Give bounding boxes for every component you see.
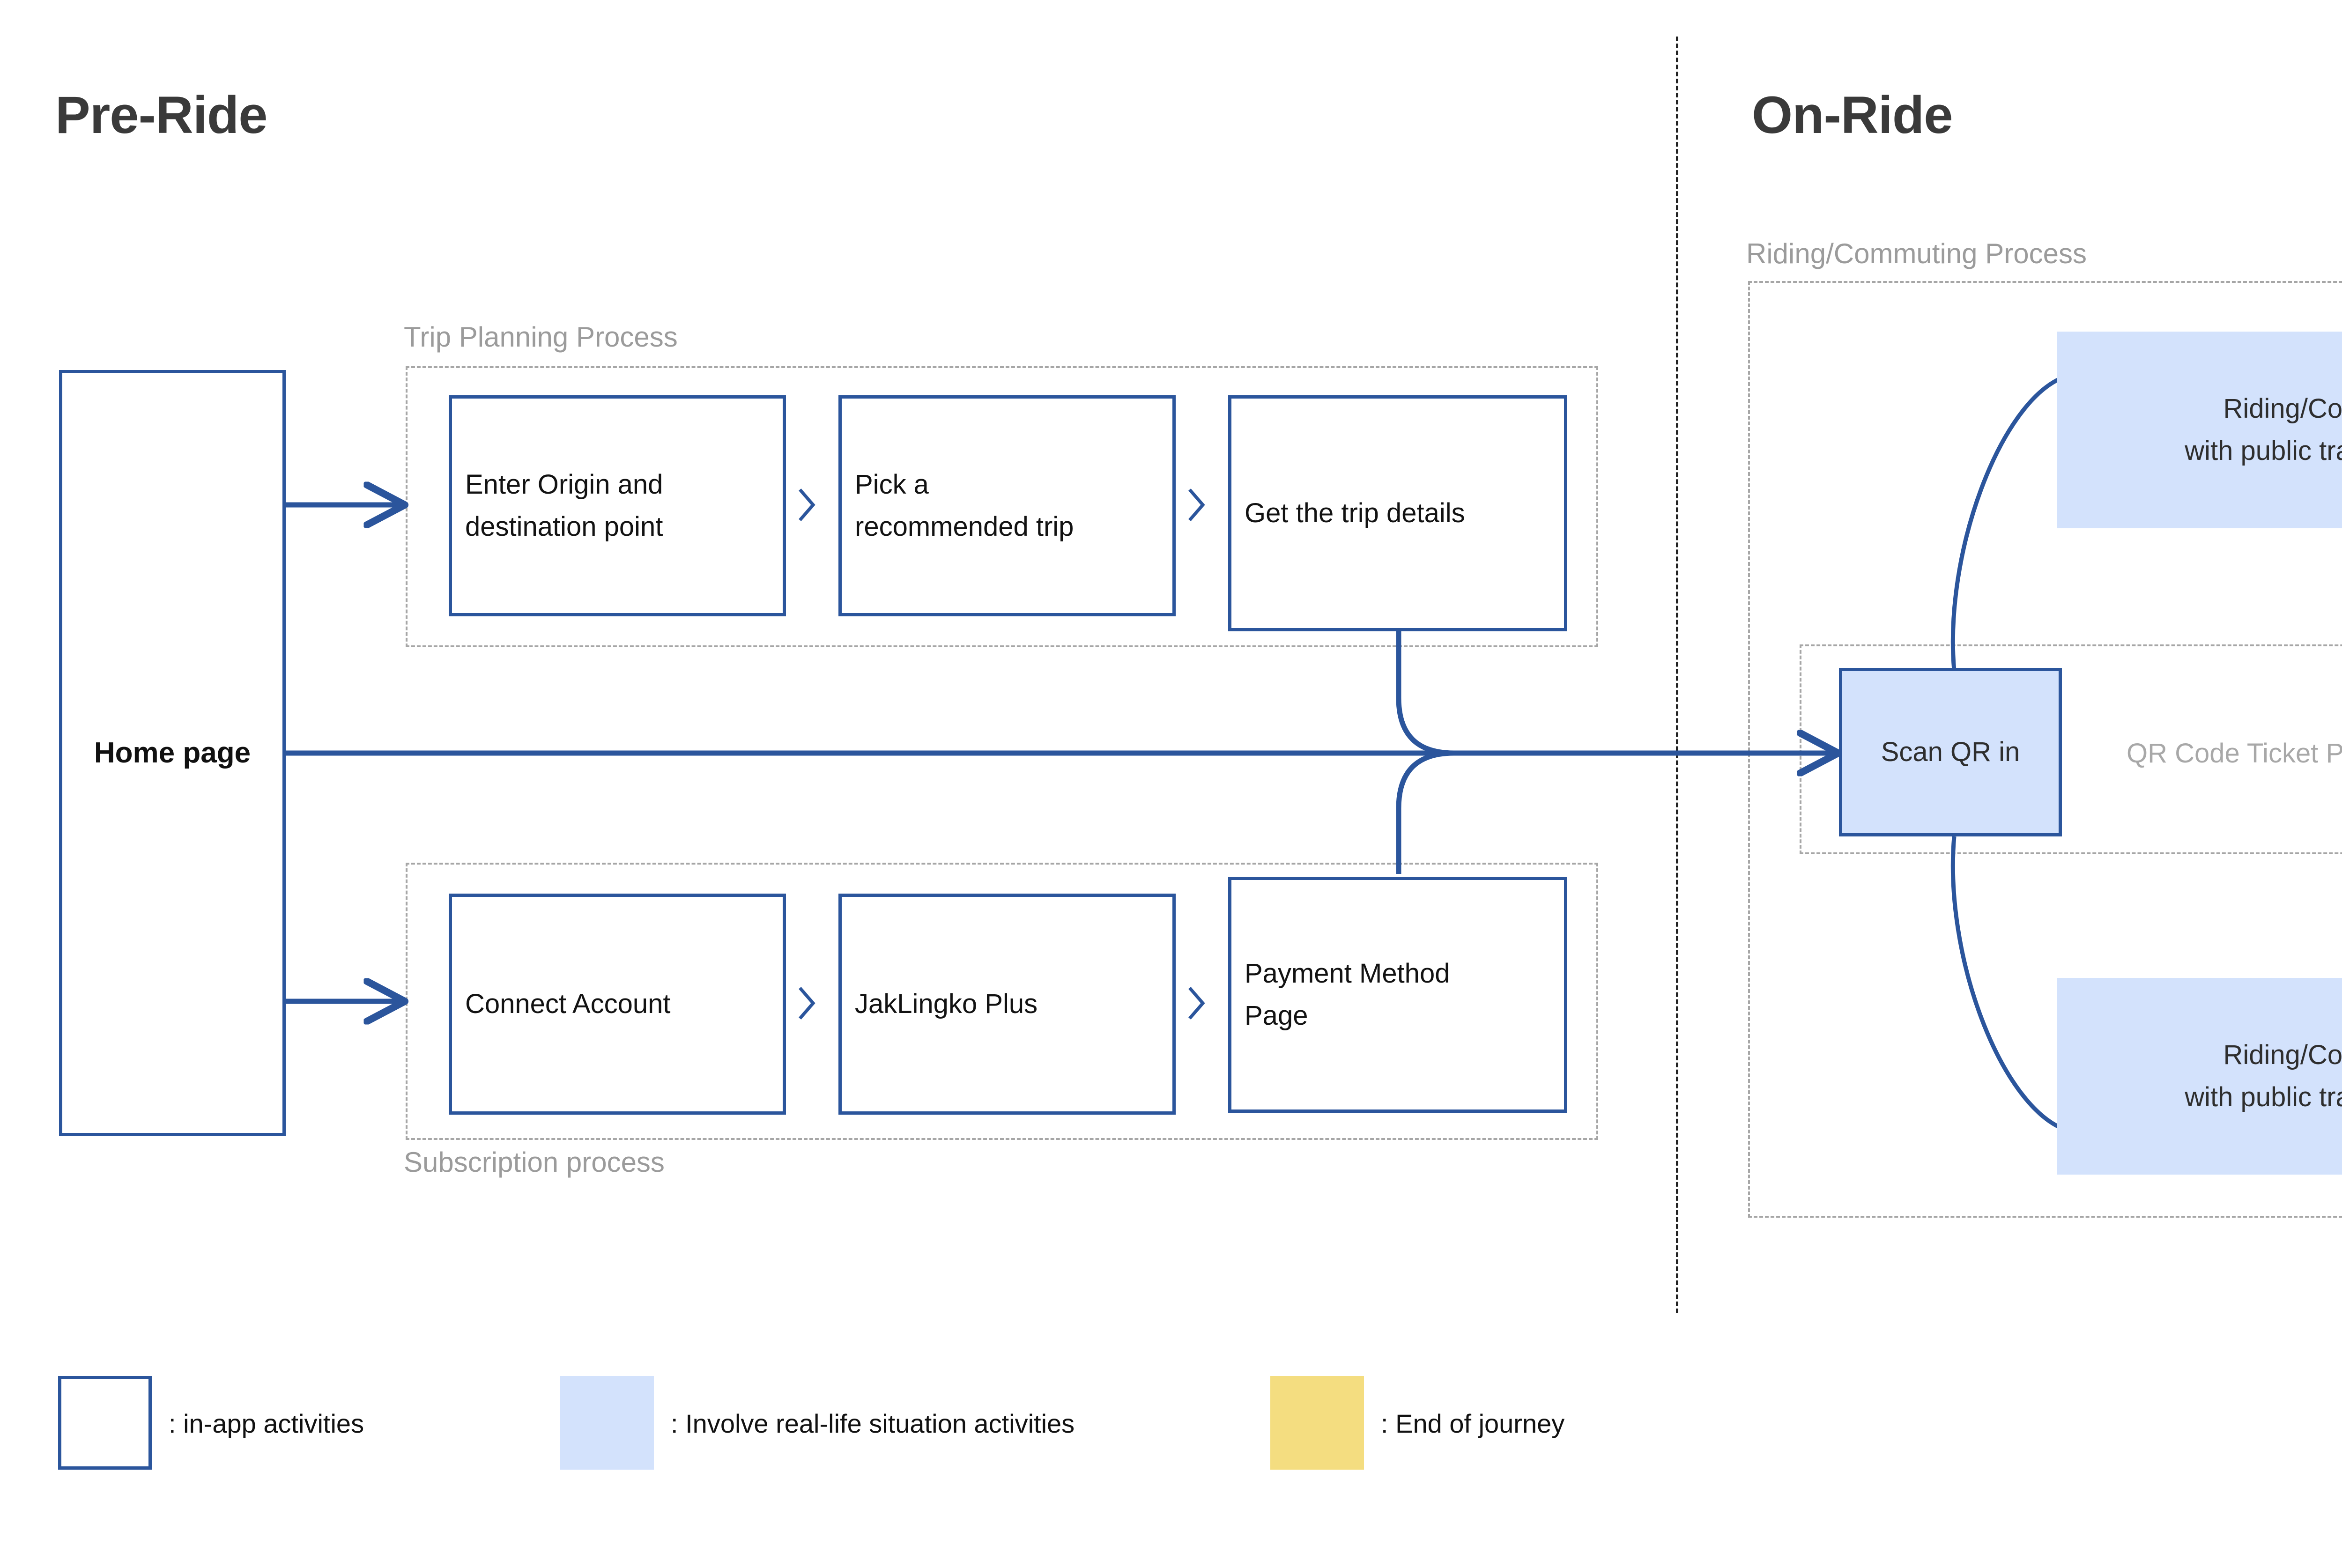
chevron-right-icon <box>799 488 815 521</box>
phase-title-pre-ride: Pre-Ride <box>55 86 268 144</box>
phase-title-on-ride: On-Ride <box>1752 86 1953 144</box>
wire-payment-to-junction <box>1396 750 1454 874</box>
node-riding-bottom-line2: with public transportation <box>2185 1082 2342 1112</box>
node-payment-method-line2: Page <box>1245 1000 1308 1031</box>
node-riding-top-line1: Riding/Commuting <box>2223 393 2342 424</box>
group-box-riding <box>1748 281 2342 1218</box>
node-enter-origin[interactable]: Enter Origin and destination point <box>449 395 786 616</box>
group-label-qr-code-ticket-page: QR Code Ticket Page <box>2127 738 2342 769</box>
node-enter-origin-line2: destination point <box>465 511 663 542</box>
node-get-trip-details[interactable]: Get the trip details <box>1228 395 1567 631</box>
node-connect-account-label: Connect Account <box>465 989 671 1020</box>
legend-text-end-of-journey: : End of journey <box>1381 1409 1565 1438</box>
legend-swatch-in-app <box>58 1376 152 1470</box>
node-pick-recommended-trip[interactable]: Pick a recommended trip <box>838 395 1176 616</box>
node-jaklingko-plus-label: JakLingko Plus <box>855 989 1038 1020</box>
node-home-page-label: Home page <box>94 736 251 769</box>
chevron-right-icon <box>1188 987 1205 1020</box>
group-label-riding: Riding/Commuting Process <box>1746 238 2087 269</box>
node-riding-bottom-line1: Riding/Commuting <box>2223 1040 2342 1071</box>
legend-text-in-app: : in-app activities <box>169 1409 364 1438</box>
node-riding-commuting-top[interactable]: Riding/Commuting with public transportat… <box>2057 332 2342 528</box>
node-enter-origin-line1: Enter Origin and <box>465 469 663 500</box>
node-pick-trip-line1: Pick a <box>855 469 929 500</box>
node-jaklingko-plus[interactable]: JakLingko Plus <box>838 894 1176 1115</box>
node-payment-method-page[interactable]: Payment Method Page <box>1228 877 1567 1113</box>
wire-trip-details-to-junction <box>1396 631 1454 756</box>
chevron-right-icon <box>1188 488 1205 521</box>
chevron-right-icon <box>799 987 815 1020</box>
node-home-page[interactable]: Home page <box>59 370 286 1136</box>
node-pick-trip-line2: recommended trip <box>855 511 1074 542</box>
group-label-trip-planning: Trip Planning Process <box>404 321 678 353</box>
legend-swatch-real-life <box>560 1376 654 1470</box>
phase-divider-pre-on <box>1676 37 1678 1313</box>
legend-text-real-life: : Involve real-life situation activities <box>671 1409 1075 1438</box>
node-riding-top-line2: with public transportation <box>2185 436 2342 466</box>
node-riding-commuting-bottom[interactable]: Riding/Commuting with public transportat… <box>2057 978 2342 1175</box>
legend-swatch-end-of-journey <box>1270 1376 1364 1470</box>
node-payment-method-line1: Payment Method <box>1245 958 1450 989</box>
node-connect-account[interactable]: Connect Account <box>449 894 786 1115</box>
group-label-subscription: Subscription process <box>404 1146 665 1178</box>
node-scan-qr-in-label: Scan QR in <box>1881 737 2020 768</box>
node-scan-qr-in[interactable]: Scan QR in <box>1839 668 2062 836</box>
node-get-trip-details-label: Get the trip details <box>1245 498 1465 529</box>
